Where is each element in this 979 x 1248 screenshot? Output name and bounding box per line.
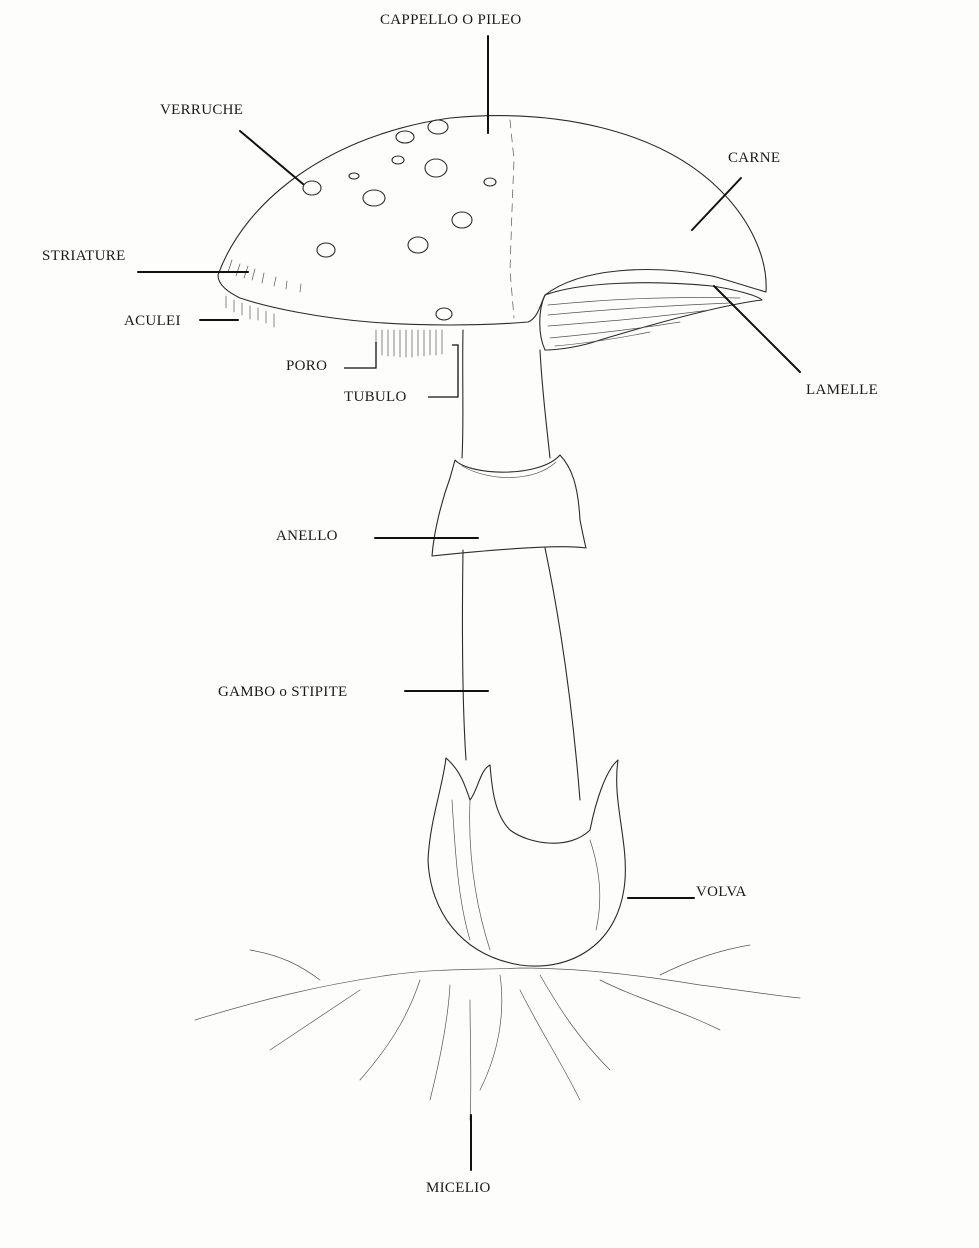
leader-lines	[138, 36, 800, 1170]
stem-drawing	[462, 330, 580, 800]
leader-lamelle	[714, 286, 800, 372]
leader-tubulo	[428, 345, 458, 397]
volva-drawing	[428, 758, 625, 966]
leader-poro	[344, 342, 376, 368]
leader-carne	[692, 178, 741, 230]
mycelium-drawing	[195, 945, 800, 1120]
label-gambo: GAMBO o STIPITE	[218, 684, 348, 700]
label-cappello: CAPPELLO O PILEO	[380, 12, 521, 28]
cap-drawing	[218, 116, 766, 357]
label-striature: STRIATURE	[42, 248, 126, 264]
label-volva: VOLVA	[696, 884, 747, 900]
label-aculei: ACULEI	[124, 313, 181, 329]
label-poro: PORO	[286, 358, 327, 374]
label-anello: ANELLO	[276, 528, 338, 544]
ring-drawing	[432, 455, 586, 556]
label-tubulo: TUBULO	[344, 389, 407, 405]
label-lamelle: LAMELLE	[806, 382, 878, 398]
label-verruche: VERRUCHE	[160, 102, 243, 118]
label-micelio: MICELIO	[426, 1180, 491, 1196]
label-carne: CARNE	[728, 150, 780, 166]
leader-verruche	[240, 131, 303, 184]
